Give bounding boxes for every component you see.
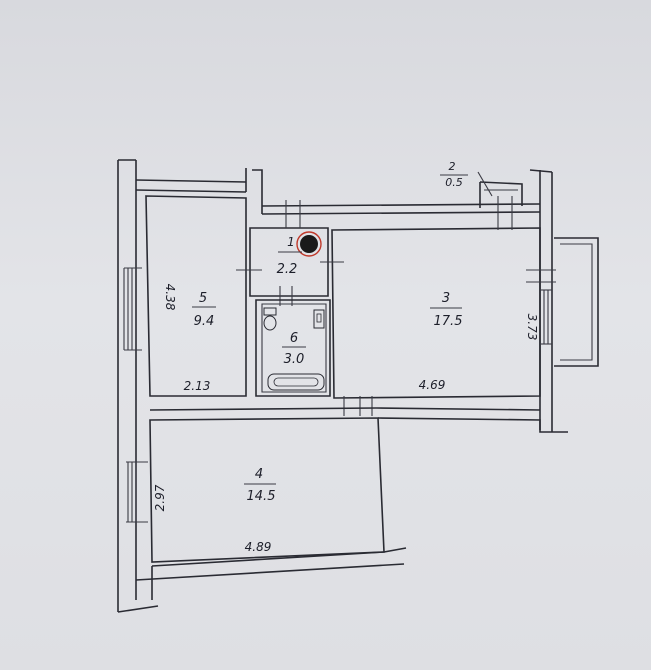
top-wall-room5-outer (135, 179, 247, 183)
exterior-balcony (554, 237, 599, 367)
top-wall-room3-inner (261, 211, 541, 215)
room-6-inner (261, 303, 327, 393)
balcony-outline (479, 181, 523, 206)
room-3-width-dimension: 4.69 (419, 378, 446, 392)
room-4-area: 14.5 (247, 489, 276, 504)
stamp-mark (300, 235, 318, 253)
room-5-area: 9.4 (194, 314, 215, 329)
room-3-height-dimension: 3.73 (525, 314, 539, 341)
bathtub-icon (267, 373, 325, 391)
room-5-height-dimension: 4.38 (163, 284, 177, 311)
room-3-side-door (526, 269, 556, 283)
room-3-outline (331, 227, 541, 399)
room-2-area: 0.5 (445, 176, 463, 189)
right-wall-top-cap (529, 169, 553, 173)
bottom-left-cap (117, 605, 159, 613)
room-3 (320, 196, 556, 416)
lower-right-step-inner (375, 407, 541, 411)
entrance-door (285, 200, 301, 228)
room-1-number: 1 (287, 235, 295, 249)
room-1-openings (236, 269, 293, 306)
stamp-ring (296, 231, 322, 257)
room-3-lower-door (343, 396, 373, 416)
room-4-window (126, 461, 148, 523)
lower-right-step (377, 417, 568, 433)
bottom-wall-tail (383, 547, 407, 553)
room-5-outline (145, 195, 247, 397)
top-wall-room3-outer (261, 203, 541, 207)
room-1-area: 2.2 (277, 262, 298, 277)
toilet-icon (263, 307, 277, 331)
room-3-balcony-door (497, 196, 513, 230)
room-6-area: 3.0 (284, 352, 305, 367)
room-4 (126, 407, 385, 563)
room-5-width-dimension: 2.13 (184, 379, 211, 393)
bottom-wall-outer (135, 563, 405, 581)
room-4-top-wall (149, 407, 377, 411)
room-6-outline (255, 299, 331, 397)
room-6-number: 6 (290, 331, 298, 346)
room-4-height-dimension: 2.97 (153, 484, 167, 511)
room-3-area: 17.5 (434, 314, 463, 329)
exterior-balcony-inner (560, 243, 593, 361)
room-5-window (123, 267, 142, 351)
room-1 (236, 200, 329, 306)
sink-icon (313, 309, 325, 329)
room-5-number: 5 (199, 291, 207, 306)
room-1-outline (249, 227, 329, 297)
corridor-stub (252, 169, 263, 214)
top-wall-room5-inner (135, 189, 247, 193)
room-4-outline (149, 417, 385, 563)
room-5 (123, 195, 247, 397)
room-4-number: 4 (255, 467, 263, 482)
room-3-window (540, 289, 552, 345)
room-2-number: 2 (449, 160, 456, 173)
room-6 (255, 299, 331, 397)
room-3-number: 3 (442, 291, 450, 306)
balcony-leader (477, 171, 493, 197)
room-4-width-dimension: 4.89 (245, 540, 272, 554)
